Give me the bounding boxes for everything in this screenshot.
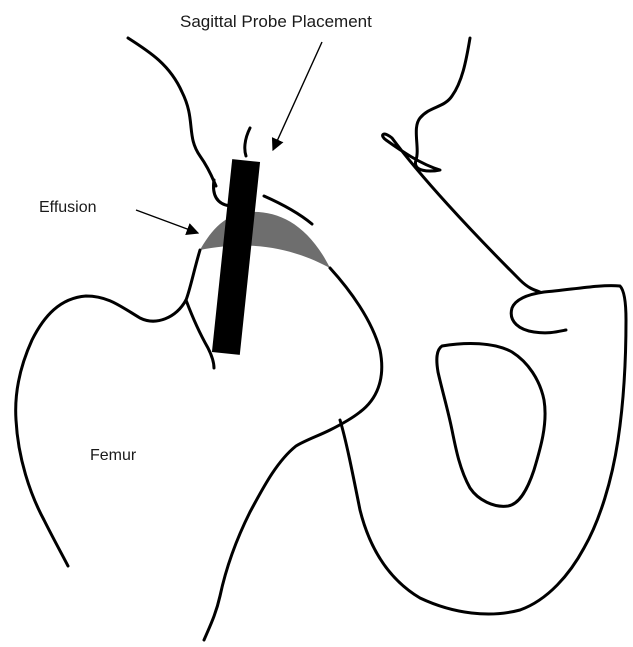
probe-leader-arrow <box>273 42 322 150</box>
femur-trochanter-outline <box>16 250 200 566</box>
effusion-region <box>200 212 330 268</box>
ischium-outline <box>340 286 626 614</box>
capsule-line <box>245 128 250 156</box>
obturator-foramen <box>437 344 545 507</box>
effusion-label: Effusion <box>39 199 97 216</box>
ilium-wing-outline <box>383 38 540 292</box>
ultrasound-probe <box>212 159 260 355</box>
femur-label: Femur <box>90 447 137 464</box>
ilium-outline <box>128 38 216 186</box>
effusion-leader-arrow <box>136 210 198 233</box>
femoral-neck-outline <box>186 300 214 368</box>
probe-placement-label: Sagittal Probe Placement <box>180 12 372 31</box>
